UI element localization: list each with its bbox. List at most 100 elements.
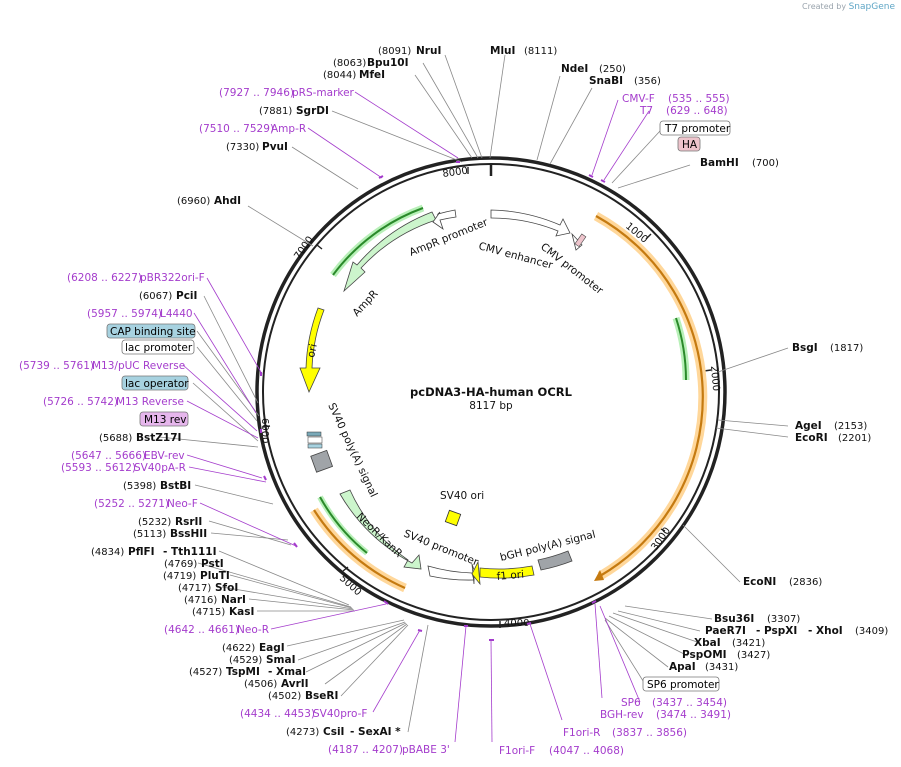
top-labels: (8091) NruI (8063) Bpu10I (8044) MfeI Ml…: [323, 45, 661, 87]
ampr-orf-glow: [330, 204, 425, 278]
pbabe-label: pBABE 3': [402, 744, 450, 756]
rsrii-label: RsrII: [175, 516, 202, 528]
neor-label: NeoR/KanR: [354, 511, 405, 560]
csii-pos: (4273): [286, 727, 319, 738]
nari-label: NarI: [221, 594, 246, 606]
bstz17i-label: BstZ17I: [136, 432, 181, 444]
tick-6000: 6000: [259, 418, 270, 443]
primer-marks: [260, 161, 606, 641]
sv40pro-label: SV40pro-F: [313, 708, 367, 720]
cmvf-pos: (535 .. 555): [668, 93, 730, 105]
ha-box: [677, 136, 701, 152]
pbr-pos: (6208 .. 6227): [67, 272, 142, 284]
csii-label: CsiI: [323, 726, 344, 738]
mlui-label: MluI: [490, 45, 515, 57]
f1-ori-feature[interactable]: [479, 565, 535, 579]
ahdi-pos: (6960): [177, 196, 210, 207]
xbai-pos: (3421): [732, 638, 765, 649]
bsgi-label: BsgI: [792, 342, 818, 354]
tspmi-label: TspMI: [226, 666, 260, 678]
tick-4000: 4000: [504, 618, 529, 629]
snapgene-logo: SnapGene: [848, 2, 895, 12]
ebvrev-pos: (5647 .. 5666): [71, 450, 146, 462]
right-labels: CMV-F (535 .. 555) T7 (629 .. 648) T7 pr…: [499, 93, 888, 757]
tth111i-label: - Tth111I: [163, 546, 217, 558]
sv40-ori-label: SV40 ori: [440, 490, 484, 502]
ori-feature[interactable]: [299, 307, 325, 394]
m13rev-box: [139, 411, 189, 427]
apai-pos: (3431): [705, 662, 738, 673]
bamhi-pos: (700): [752, 158, 779, 169]
kasi-label: KasI: [229, 606, 254, 618]
sgrdi-label: SgrDI: [296, 105, 329, 117]
ha-tag-feature[interactable]: [574, 233, 587, 248]
tick-2000: 2000: [708, 365, 721, 391]
bsshii-label: BssHII: [170, 528, 207, 540]
sv40-promoter-feature[interactable]: [427, 565, 475, 581]
bstbi-pos: (5398): [123, 481, 156, 492]
lacprom-label: lac promoter: [125, 342, 193, 354]
m13rev-pos: (5726 .. 5742): [43, 396, 118, 408]
pspomi-label: PspOMI: [682, 649, 727, 661]
sv40par-pos: (5593 .. 5612): [61, 462, 136, 474]
nrui-pos: (8091): [378, 46, 411, 57]
cap-label: CAP binding site: [110, 326, 196, 338]
cap-site-feature: [306, 431, 322, 437]
mlui-pos: (8111): [524, 46, 557, 57]
cmvf-label: CMV-F: [622, 93, 655, 105]
m13rev-primer-label: M13 Reverse: [116, 396, 184, 408]
f1-ori-head: [471, 560, 481, 586]
xmai-label: - XmaI: [268, 666, 306, 678]
cmv-enhancer-feature[interactable]: [490, 209, 571, 237]
agei-label: AgeI: [795, 420, 822, 432]
neor-primer-label: Neo-R: [237, 624, 269, 636]
snabi-pos: (356): [634, 76, 661, 87]
sp6-label: SP6: [621, 697, 641, 709]
bsshii-pos: (5113): [133, 529, 166, 540]
snabi-label: SnaBI: [589, 75, 623, 87]
sgrdi-pos: (7881): [259, 106, 292, 117]
bamhi-label: BamHI: [700, 157, 739, 169]
smai-label: SmaI: [266, 654, 296, 666]
ampr-marker[interactable]: [343, 211, 437, 293]
prs-pos: (7927 .. 7946): [219, 87, 294, 99]
m13puc-pos: (5739 .. 5761): [19, 360, 94, 372]
cap-box: [106, 323, 196, 339]
neof-pos: (5252 .. 5271): [94, 498, 169, 510]
prs-label: pRS-marker: [292, 87, 355, 99]
ndei-pos: (250): [599, 64, 626, 75]
sv40-ori-feature[interactable]: [444, 509, 462, 527]
bpu10i-label: Bpu10I: [367, 57, 409, 69]
neo-cds-arc: [313, 509, 406, 590]
sv40-polya-feature[interactable]: [310, 449, 334, 473]
avrii-pos: (4506): [244, 679, 277, 690]
pflfi-pos: (4834): [91, 547, 124, 558]
tick-8000: 8000: [442, 166, 469, 180]
agei-pos: (2153): [834, 421, 867, 432]
left-labels: (7927 .. 7946) pRS-marker (7881) SgrDI (…: [19, 87, 450, 756]
eagi-pos: (4622): [222, 643, 255, 654]
bstz17i-pos: (5688): [99, 433, 132, 444]
bsu36i-label: Bsu36I: [714, 613, 754, 625]
bghrev-pos: (3474 .. 3491): [656, 709, 731, 721]
f1orir-label: F1ori-R: [563, 727, 600, 739]
avrii-label: AvrII: [281, 678, 309, 690]
xhoi-label: - XhoI: [808, 625, 843, 637]
ampr-promoter-feature[interactable]: [432, 209, 457, 231]
ebvrev-label: EBV-rev: [144, 450, 185, 462]
f1orif-label: F1ori-F: [499, 745, 535, 757]
nrui-label: NruI: [416, 45, 441, 57]
m13puc-label: M13/pUC Reverse: [92, 360, 185, 372]
l4440-pos: (5957 .. 5974): [87, 308, 162, 320]
nari-pos: (4716): [184, 595, 217, 606]
ahdi-label: AhdI: [214, 195, 241, 207]
f1orif-pos: (4047 .. 4068): [549, 745, 624, 757]
snapgene-credit: Created by SnapGene: [802, 2, 895, 12]
t7-pos: (629 .. 648): [666, 105, 728, 117]
backbone-outer-ring: [255, 156, 727, 628]
lac-promoter-feature: [307, 436, 323, 444]
pcii-pos: (6067): [139, 291, 172, 302]
bgh-polya-feature[interactable]: [537, 550, 573, 571]
pvui-label: PvuI: [262, 141, 288, 153]
neor-marker[interactable]: [339, 489, 422, 570]
